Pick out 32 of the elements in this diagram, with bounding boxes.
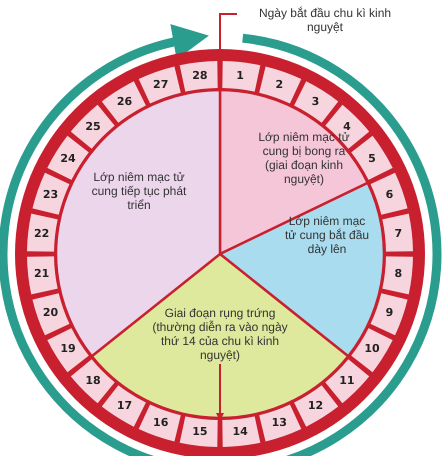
phase-label: Lớp niêm mạc tử cung bị bong ra (giai đoạn kinh nguyệt) [256, 130, 352, 186]
day-number: 26 [114, 95, 136, 109]
day-number: 19 [57, 342, 79, 356]
day-number: 22 [30, 226, 53, 241]
day-number: 3 [304, 95, 326, 109]
callout-text: Ngày bắt đầu chu kì kinh nguyệt [240, 6, 410, 34]
day-number: 18 [82, 374, 104, 388]
day-number: 10 [360, 342, 383, 356]
day-number: 7 [387, 226, 410, 241]
day-number: 8 [387, 267, 410, 282]
day-number: 11 [336, 374, 358, 388]
day-number: 21 [30, 267, 53, 282]
day-number: 15 [188, 425, 211, 440]
day-number: 17 [114, 398, 136, 413]
day-number: 20 [40, 306, 62, 320]
day-number: 5 [360, 152, 383, 166]
day-number: 24 [57, 152, 79, 166]
day-number: 12 [304, 398, 326, 413]
phase-label: Giai đoạn rụng trứng (thường diễn ra vào ngày thứ 14 của chu kì kinh nguyệt) [150, 306, 290, 362]
day-number: 9 [378, 306, 400, 320]
day-number: 14 [229, 425, 252, 440]
day-number: 23 [40, 188, 62, 202]
phase-label: Lớp niêm mạc tử cung tiếp tục phát triển [84, 170, 194, 212]
day-number: 2 [268, 78, 290, 92]
day-number: 27 [150, 78, 172, 92]
day-number: 16 [150, 416, 172, 430]
day-number: 1 [229, 68, 252, 83]
day-number: 25 [82, 120, 104, 134]
day-number: 28 [188, 68, 211, 83]
day-number: 13 [268, 416, 290, 430]
day-number: 6 [378, 188, 400, 202]
phase-label: Lớp niêm mạc tử cung bắt đầu dày lên [283, 214, 371, 256]
